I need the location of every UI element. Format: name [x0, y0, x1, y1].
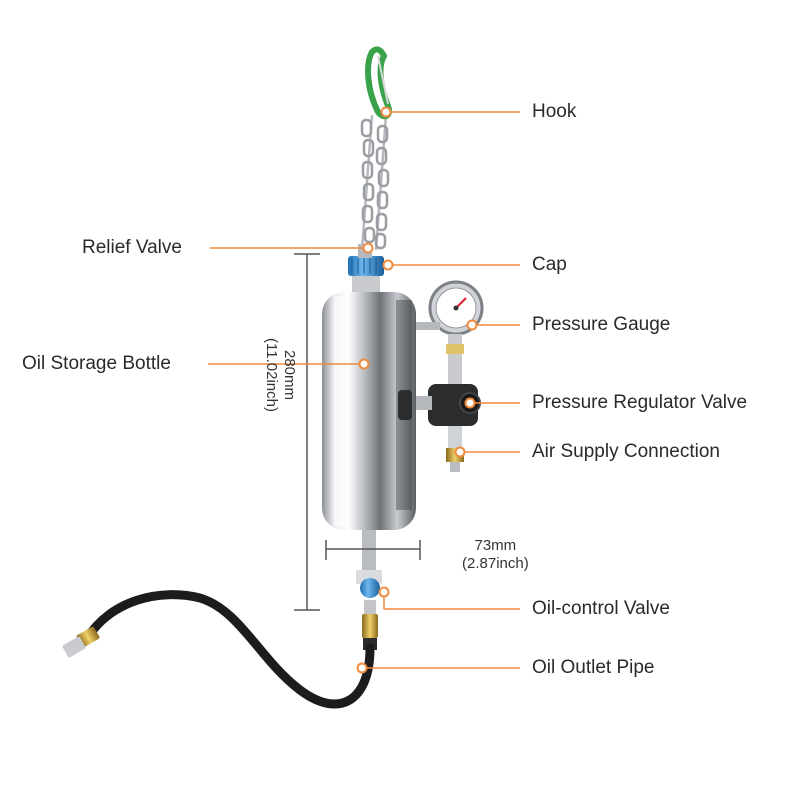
label-relief-valve: Relief Valve — [82, 237, 182, 258]
width-dimension-line — [325, 540, 421, 560]
label-pressure-regulator-valve: Pressure Regulator Valve — [532, 392, 748, 413]
label-hook: Hook — [532, 101, 577, 122]
height-dimension-text: 280mm (11.02inch) — [262, 338, 298, 412]
height-mm: 280mm — [281, 349, 298, 401]
label-oil-control-valve: Oil-control Valve — [532, 598, 670, 619]
chain — [360, 114, 390, 251]
hose-end-fitting — [62, 626, 100, 658]
pressure-regulator-valve — [416, 384, 481, 426]
height-dimension-line — [294, 253, 320, 611]
label-pressure-gauge: Pressure Gauge — [532, 314, 671, 335]
hook-carabiner — [365, 46, 392, 120]
label-air-supply-connection: Air Supply Connection — [532, 441, 720, 462]
oil-storage-bottle — [322, 292, 416, 530]
leader-oil-control-valve — [383, 592, 520, 610]
leader-dots — [356, 106, 478, 674]
gauge-stem — [416, 322, 464, 384]
label-oil-outlet-pipe: Oil Outlet Pipe — [532, 657, 655, 678]
height-inch: (11.02inch) — [263, 338, 280, 412]
width-inch: (2.87inch) — [462, 555, 529, 572]
label-cap: Cap — [532, 254, 567, 275]
label-oil-storage-bottle: Oil Storage Bottle — [22, 353, 171, 374]
width-dimension-text: 73mm (2.87inch) — [462, 537, 529, 573]
oil-outlet-hose — [81, 590, 375, 709]
width-mm: 73mm — [474, 537, 517, 554]
leader-lines — [208, 111, 520, 669]
oil-control-valve — [356, 530, 382, 650]
